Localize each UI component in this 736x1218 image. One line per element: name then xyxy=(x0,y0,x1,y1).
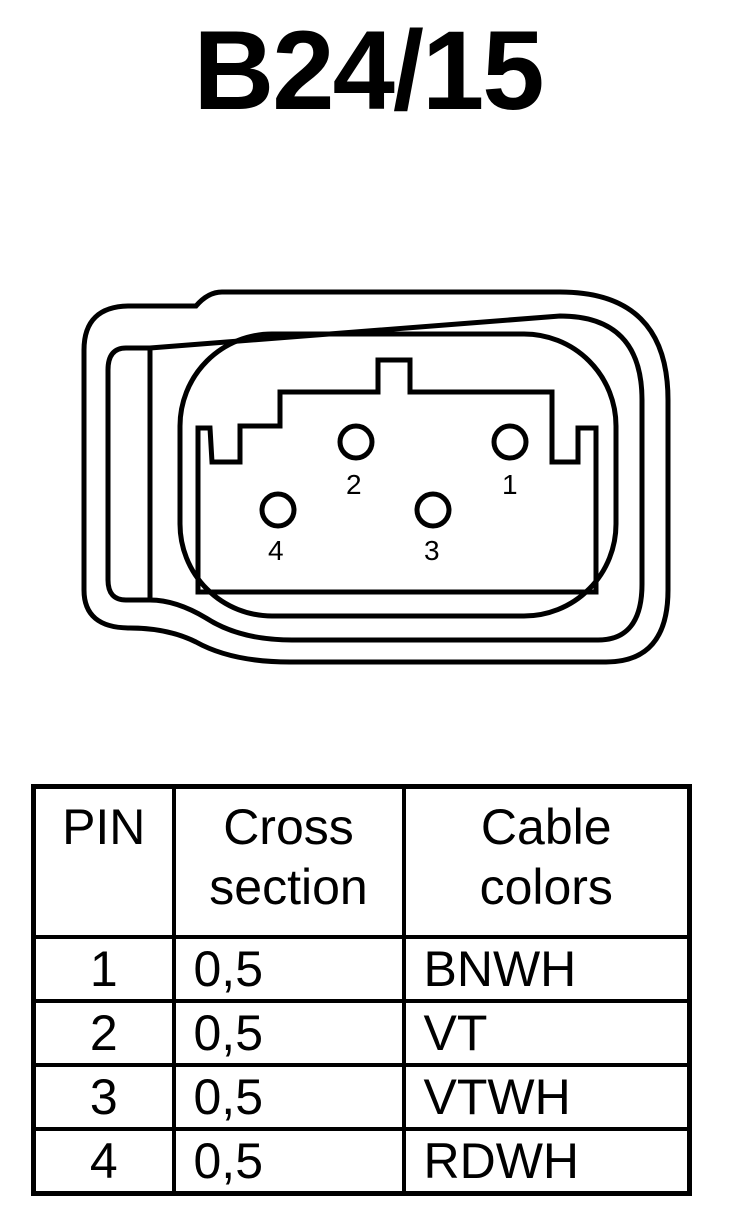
pin-4-label: 4 xyxy=(268,535,284,566)
connector-title: B24/15 xyxy=(193,8,544,133)
cell-cable-color: BNWH xyxy=(401,935,692,1003)
cell-pin: 2 xyxy=(31,999,176,1067)
connector-latch xyxy=(105,345,153,603)
table-row: 2 0,5 VT xyxy=(31,999,692,1067)
cell-cross-section: 0,5 xyxy=(171,935,406,1003)
cell-pin: 1 xyxy=(31,935,176,1003)
table-header-row: PIN Cross section Cable colors xyxy=(31,784,692,939)
table-row: 1 0,5 BNWH xyxy=(31,935,692,1003)
header-cable-colors: Cable colors xyxy=(401,784,692,939)
table-row: 3 0,5 VTWH xyxy=(31,1063,692,1131)
pin-2-contact xyxy=(337,423,375,461)
cell-pin: 4 xyxy=(31,1127,176,1196)
cell-pin: 3 xyxy=(31,1063,176,1131)
connector-diagram: 1 2 3 4 xyxy=(81,289,671,665)
connector-cavity xyxy=(177,331,619,619)
table-row: 4 0,5 RDWH xyxy=(31,1127,692,1196)
header-colors-line2: colors xyxy=(479,859,613,915)
pin-1-label: 1 xyxy=(502,469,518,500)
connector-housing-inner xyxy=(147,313,645,643)
cell-cable-color: VTWH xyxy=(401,1063,692,1131)
cell-cross-section: 0,5 xyxy=(171,1127,406,1196)
pin-4-contact xyxy=(259,491,297,529)
pin-3-contact xyxy=(414,491,452,529)
pin-3-label: 3 xyxy=(424,535,440,566)
header-cross-section: Cross section xyxy=(171,784,406,939)
pin-2-label: 2 xyxy=(346,469,362,500)
header-cross-line2: section xyxy=(209,859,368,915)
header-cross-line1: Cross xyxy=(223,799,354,855)
pin-assignment-table: PIN Cross section Cable colors 1 0,5 BNW… xyxy=(31,784,692,1196)
header-pin: PIN xyxy=(31,784,176,939)
connector-housing-outer xyxy=(81,289,671,665)
cell-cable-color: VT xyxy=(401,999,692,1067)
cell-cross-section: 0,5 xyxy=(171,1063,406,1131)
header-colors-line1: Cable xyxy=(480,799,612,855)
cell-cable-color: RDWH xyxy=(401,1127,692,1196)
pin-1-contact xyxy=(491,423,529,461)
cell-cross-section: 0,5 xyxy=(171,999,406,1067)
connector-key-profile xyxy=(195,357,599,595)
